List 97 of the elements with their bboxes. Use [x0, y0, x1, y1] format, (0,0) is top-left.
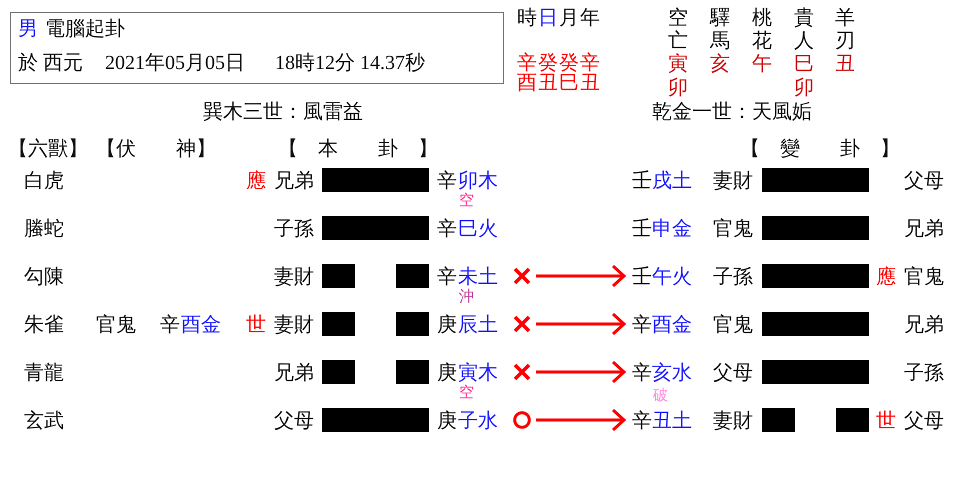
spirit-heading: 空亡: [668, 6, 688, 52]
column-heading: 【 本 卦 】: [278, 138, 438, 158]
branch-label: 卯木: [458, 170, 498, 190]
stem-label: 辛: [632, 408, 652, 432]
branch-label: 亥水: [652, 360, 692, 384]
column-heading: 【六獸】: [8, 138, 88, 158]
beast-name: 青龍: [24, 362, 64, 382]
branch-label: 酉金: [652, 312, 692, 336]
earthly-branch: 丑: [580, 72, 600, 92]
stem-label: 辛: [437, 266, 457, 286]
position-mark: 應: [246, 170, 266, 190]
pillar-heading: 時: [517, 7, 537, 27]
branch-label: 酉金: [181, 314, 221, 334]
beast-name: 朱雀: [24, 314, 64, 334]
position-mark: 世: [876, 410, 896, 430]
pillar-heading: 年: [580, 7, 600, 27]
arrow: [536, 312, 626, 336]
stem-label: 壬: [632, 264, 652, 288]
branch-label: 午火: [652, 264, 692, 288]
pillar-heading: 月: [559, 7, 579, 27]
arrow: [536, 360, 626, 384]
relation-label: 父母: [274, 410, 314, 430]
spirit-branch: 寅: [668, 53, 688, 73]
column-heading: 【伏 神】: [96, 138, 216, 158]
heavenly-stem: 癸: [538, 52, 558, 72]
relation-label: 子孫: [904, 362, 944, 382]
spirit-branch: 巳: [794, 53, 814, 73]
era-label: 於 西元: [18, 53, 83, 73]
relation-label: 父母: [713, 362, 753, 382]
branch-label: 子水: [458, 410, 498, 430]
earthly-branch: 巳: [559, 72, 579, 92]
heavenly-stem: 辛: [580, 52, 600, 72]
stem-label: 辛: [160, 314, 180, 334]
relation-label: 子孫: [713, 266, 753, 286]
stem-label: 庚: [437, 362, 457, 382]
status-mark: 沖: [459, 288, 474, 304]
relation-label: 父母: [904, 410, 944, 430]
column-heading: 【 變 卦 】: [740, 138, 900, 158]
hexagram-name: 乾金一世：天風姤: [652, 101, 812, 121]
arrow: [536, 264, 626, 288]
branch-label: 辰土: [458, 314, 498, 334]
info-box: [10, 12, 504, 84]
status-mark: 破: [653, 384, 668, 404]
date-text: 2021年05月05日: [105, 53, 245, 73]
position-mark: 世: [246, 314, 266, 334]
time-text: 18時12分 14.37秒: [275, 53, 425, 73]
status-mark: 空: [459, 192, 474, 208]
title-text: 電腦起卦: [45, 18, 125, 38]
branch-label: 寅木: [458, 362, 498, 382]
arrow: [536, 408, 626, 432]
spirit-heading: 驛馬: [710, 6, 730, 52]
spirit-heading: 貴人: [794, 6, 814, 52]
relation-label: 兄弟: [274, 362, 314, 382]
spirit-heading: 羊刃: [835, 6, 855, 52]
stem-label: 庚: [437, 314, 457, 334]
relation-label: 子孫: [274, 218, 314, 238]
spirit-branch: 亥: [710, 53, 730, 73]
stem-label: 壬: [632, 170, 652, 190]
branch-label: 巳火: [458, 218, 498, 238]
gender-label: 男: [18, 18, 38, 38]
relation-label: 妻財: [274, 266, 314, 286]
status-mark: 空: [459, 384, 474, 400]
branch-label: 申金: [652, 218, 692, 238]
relation-label: 官鬼: [713, 218, 753, 238]
stem-label: 辛: [437, 218, 457, 238]
relation-label: 妻財: [713, 170, 753, 190]
stem-label: 辛: [437, 170, 457, 190]
relation-label: 父母: [904, 170, 944, 190]
heavenly-stem: 癸: [559, 52, 579, 72]
branch-label: 丑土: [652, 408, 692, 432]
spirit-heading: 桃花: [752, 6, 772, 52]
stem-label: 辛: [632, 360, 652, 384]
stem-label: 壬: [632, 218, 652, 238]
relation-label: 官鬼: [713, 314, 753, 334]
beast-name: 勾陳: [24, 266, 64, 286]
beast-name: 玄武: [24, 410, 64, 430]
earthly-branch: 丑: [538, 72, 558, 92]
relation-label: 妻財: [274, 314, 314, 334]
spirit-branch: 卯: [794, 77, 814, 97]
earthly-branch: 酉: [517, 72, 537, 92]
relation-label: 妻財: [713, 410, 753, 430]
position-mark: 應: [876, 266, 896, 286]
beast-name: 白虎: [24, 170, 64, 190]
relation-label: 兄弟: [904, 218, 944, 238]
beast-name: 螣蛇: [24, 218, 64, 238]
relation-label: 兄弟: [274, 170, 314, 190]
spirit-branch: 午: [752, 53, 772, 73]
spirit-branch: 卯: [668, 77, 688, 97]
pillar-heading: 日: [538, 7, 558, 27]
stem-label: 辛: [632, 312, 652, 336]
relation-label: 官鬼: [904, 266, 944, 286]
stem-label: 庚: [437, 410, 457, 430]
branch-label: 未土: [458, 266, 498, 286]
relation-label: 官鬼: [96, 314, 136, 334]
spirit-branch: 丑: [835, 53, 855, 73]
relation-label: 兄弟: [904, 314, 944, 334]
branch-label: 戌土: [652, 170, 692, 190]
